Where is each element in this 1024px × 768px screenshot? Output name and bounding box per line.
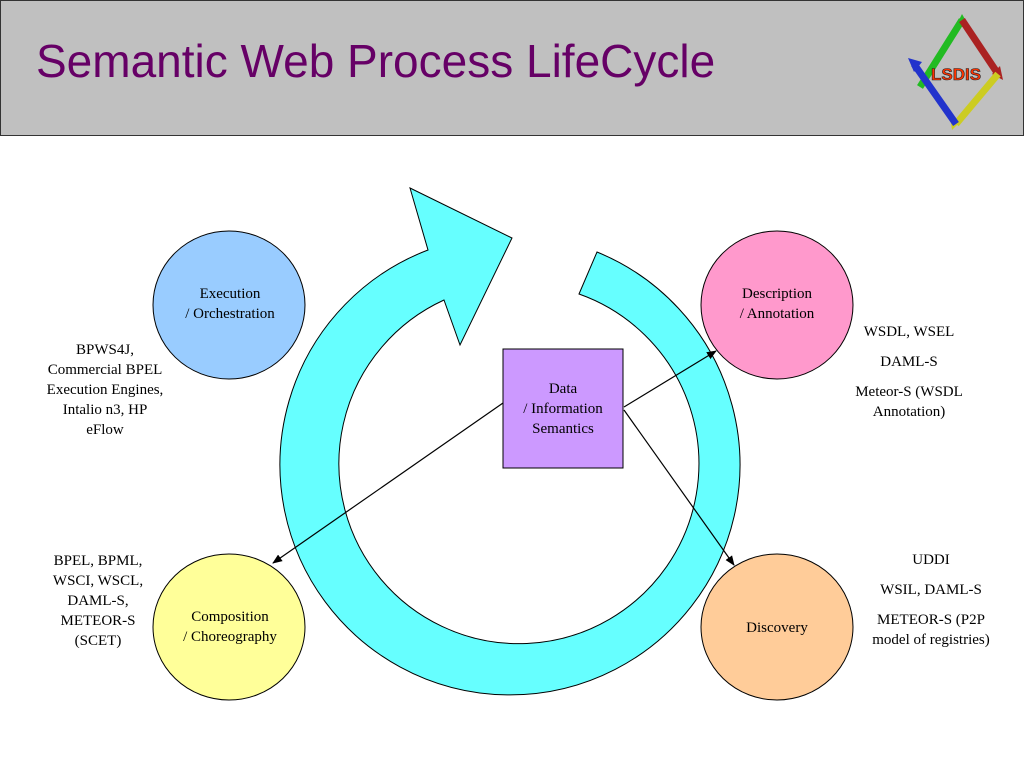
slide-title: Semantic Web Process LifeCycle (36, 35, 716, 87)
lifecycle-arrow (279, 187, 741, 696)
execution-technologies: BPWS4J, Commercial BPEL Execution Engine… (46, 342, 164, 438)
discovery-technologies: UDDI WSIL, DAML-S METEOR-S (P2P model of… (872, 552, 990, 648)
composition-technologies: BPEL, BPML, WSCI, WSCL, DAML-S, METEOR-S… (52, 553, 144, 649)
discovery-node (700, 553, 854, 701)
arrow-to-description (623, 350, 717, 408)
arrow-to-discovery (623, 409, 735, 566)
description-label: Description / Annotation (739, 286, 815, 322)
center-node (502, 348, 624, 469)
composition-label: Composition / Choreography (183, 609, 277, 645)
svg-text:LSDIS: LSDIS (931, 65, 981, 84)
execution-label: Execution / Orchestration (185, 286, 275, 322)
execution-node (152, 230, 306, 380)
title-bar (0, 0, 1024, 136)
arrow-to-composition (272, 402, 504, 564)
composition-node (152, 553, 306, 701)
description-technologies: WSDL, WSEL DAML-S Meteor-S (WSDL Annotat… (855, 324, 963, 420)
discovery-label: Discovery (746, 620, 808, 636)
lsdis-logo: LSDIS (908, 14, 1003, 130)
description-node (700, 230, 854, 380)
center-label: Data / Information Semantics (523, 381, 603, 437)
